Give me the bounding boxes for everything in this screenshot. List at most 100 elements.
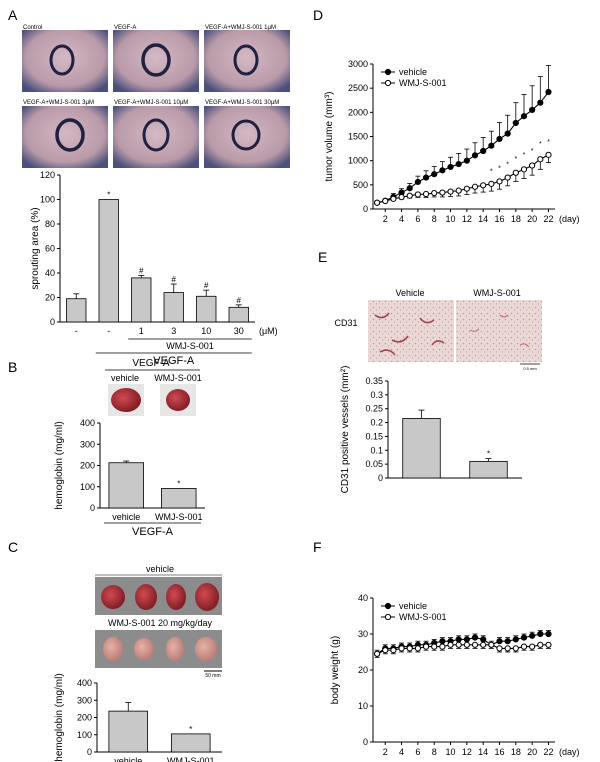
data-point: [422, 190, 430, 198]
significance-marker: *: [177, 479, 180, 488]
significance-marker: *: [490, 169, 493, 176]
x-tick-label: 12: [462, 747, 472, 757]
photo-caption: Control: [23, 25, 42, 31]
y-tick-label: 40: [45, 268, 55, 278]
x-tick-label: 22: [543, 747, 553, 757]
series-line: [376, 633, 549, 655]
data-point: [471, 641, 479, 648]
data-point: [463, 157, 470, 164]
bar: [98, 199, 119, 323]
data-point: [455, 636, 462, 643]
significance-marker: *: [547, 139, 550, 146]
data-point: [414, 191, 421, 198]
data-point: [537, 630, 544, 638]
tumor-image: [166, 389, 190, 411]
bar: [228, 306, 249, 323]
data-point: [398, 194, 405, 201]
significance-marker: #: [237, 296, 242, 305]
tumor-image: [101, 585, 125, 609]
legend-marker: [384, 79, 392, 87]
y-tick-label: 60: [45, 244, 55, 254]
x-tick-label: WMJ-S-001: [167, 756, 215, 762]
y-axis-label: sprouting area (%): [30, 207, 41, 289]
data-point: [537, 156, 544, 163]
data-point: [545, 630, 552, 638]
y-tick-label: 300: [77, 695, 92, 705]
significance-marker: *: [487, 450, 490, 459]
x-tick-label: 8: [432, 747, 437, 757]
legend-label: WMJ-S-001: [399, 612, 447, 622]
tumor-image: [103, 637, 123, 661]
legend-label: WMJ-S-001: [399, 78, 447, 88]
data-point: [480, 641, 487, 648]
tumor-image: [166, 637, 184, 661]
y-tick-label: 200: [80, 461, 95, 471]
y-tick-label: 0: [363, 737, 368, 747]
legend-marker: [384, 68, 392, 76]
data-point: [496, 638, 503, 645]
y-tick-label: 20: [45, 293, 55, 303]
significance-marker: *: [506, 161, 509, 168]
y-tick-label: 0.15: [365, 431, 383, 441]
significance-marker: #: [139, 266, 144, 275]
data-point: [488, 180, 495, 187]
data-point: [471, 183, 479, 190]
data-point: [545, 641, 552, 648]
y-tick-label: 0.3: [370, 390, 383, 400]
data-point: [414, 645, 421, 652]
data-point: [529, 643, 536, 650]
data-point: [520, 166, 528, 173]
ihc-image-vehicle: [368, 300, 454, 362]
data-point: [480, 147, 487, 155]
panel-label-a: A: [8, 7, 18, 23]
data-point: [471, 152, 479, 159]
x-tick-label: 14: [478, 214, 488, 224]
panel-label-e: E: [318, 249, 327, 265]
data-point: [496, 135, 503, 143]
data-point: [431, 171, 438, 178]
data-point: [504, 174, 511, 181]
x-tick-label: -: [75, 326, 78, 336]
scale-bar-label: 50 mm: [205, 673, 220, 679]
x-tick-label: 18: [511, 747, 521, 757]
scale-bar-label: 0.5 mm: [523, 366, 537, 371]
data-point: [455, 187, 462, 194]
photo-caption: VEGF-A: [114, 25, 136, 31]
significance-marker: #: [204, 281, 209, 290]
data-point: [496, 645, 503, 652]
panel-b-photos: VEGF-A vehicle WMJ-S-001: [105, 358, 202, 416]
data-point: [520, 634, 528, 641]
y-tick-label: 120: [40, 170, 55, 180]
data-point: [463, 641, 470, 648]
y-tick-label: 500: [353, 180, 368, 190]
panel-label-b: B: [8, 359, 17, 375]
y-tick-label: 0.05: [365, 459, 383, 469]
x-tick-label: 16: [494, 214, 504, 224]
y-tick-label: 0.35: [365, 376, 383, 386]
photo-label: vehicle: [111, 373, 139, 383]
y-tick-label: 0.1: [370, 445, 383, 455]
x-tick-label: -: [107, 326, 110, 336]
x-unit-label: (day): [559, 214, 580, 224]
photo-label: WMJ-S-001: [154, 373, 202, 383]
data-point: [463, 185, 470, 192]
significance-marker: *: [514, 156, 517, 163]
data-point: [529, 106, 536, 114]
significance-marker: #: [172, 275, 177, 284]
data-point: [439, 189, 446, 196]
data-point: [545, 88, 552, 96]
x-tick-label: 20: [527, 747, 537, 757]
data-point: [390, 195, 397, 202]
photo-vegfa: VEGF-A: [113, 25, 199, 92]
data-point: [463, 636, 470, 643]
x-tick-label: 10: [446, 747, 456, 757]
group-label: WMJ-S-001: [166, 341, 214, 351]
data-point: [496, 178, 503, 185]
significance-marker: *: [531, 148, 534, 155]
row-label: vehicle: [146, 564, 174, 574]
x-tick-label: 12: [462, 214, 472, 224]
